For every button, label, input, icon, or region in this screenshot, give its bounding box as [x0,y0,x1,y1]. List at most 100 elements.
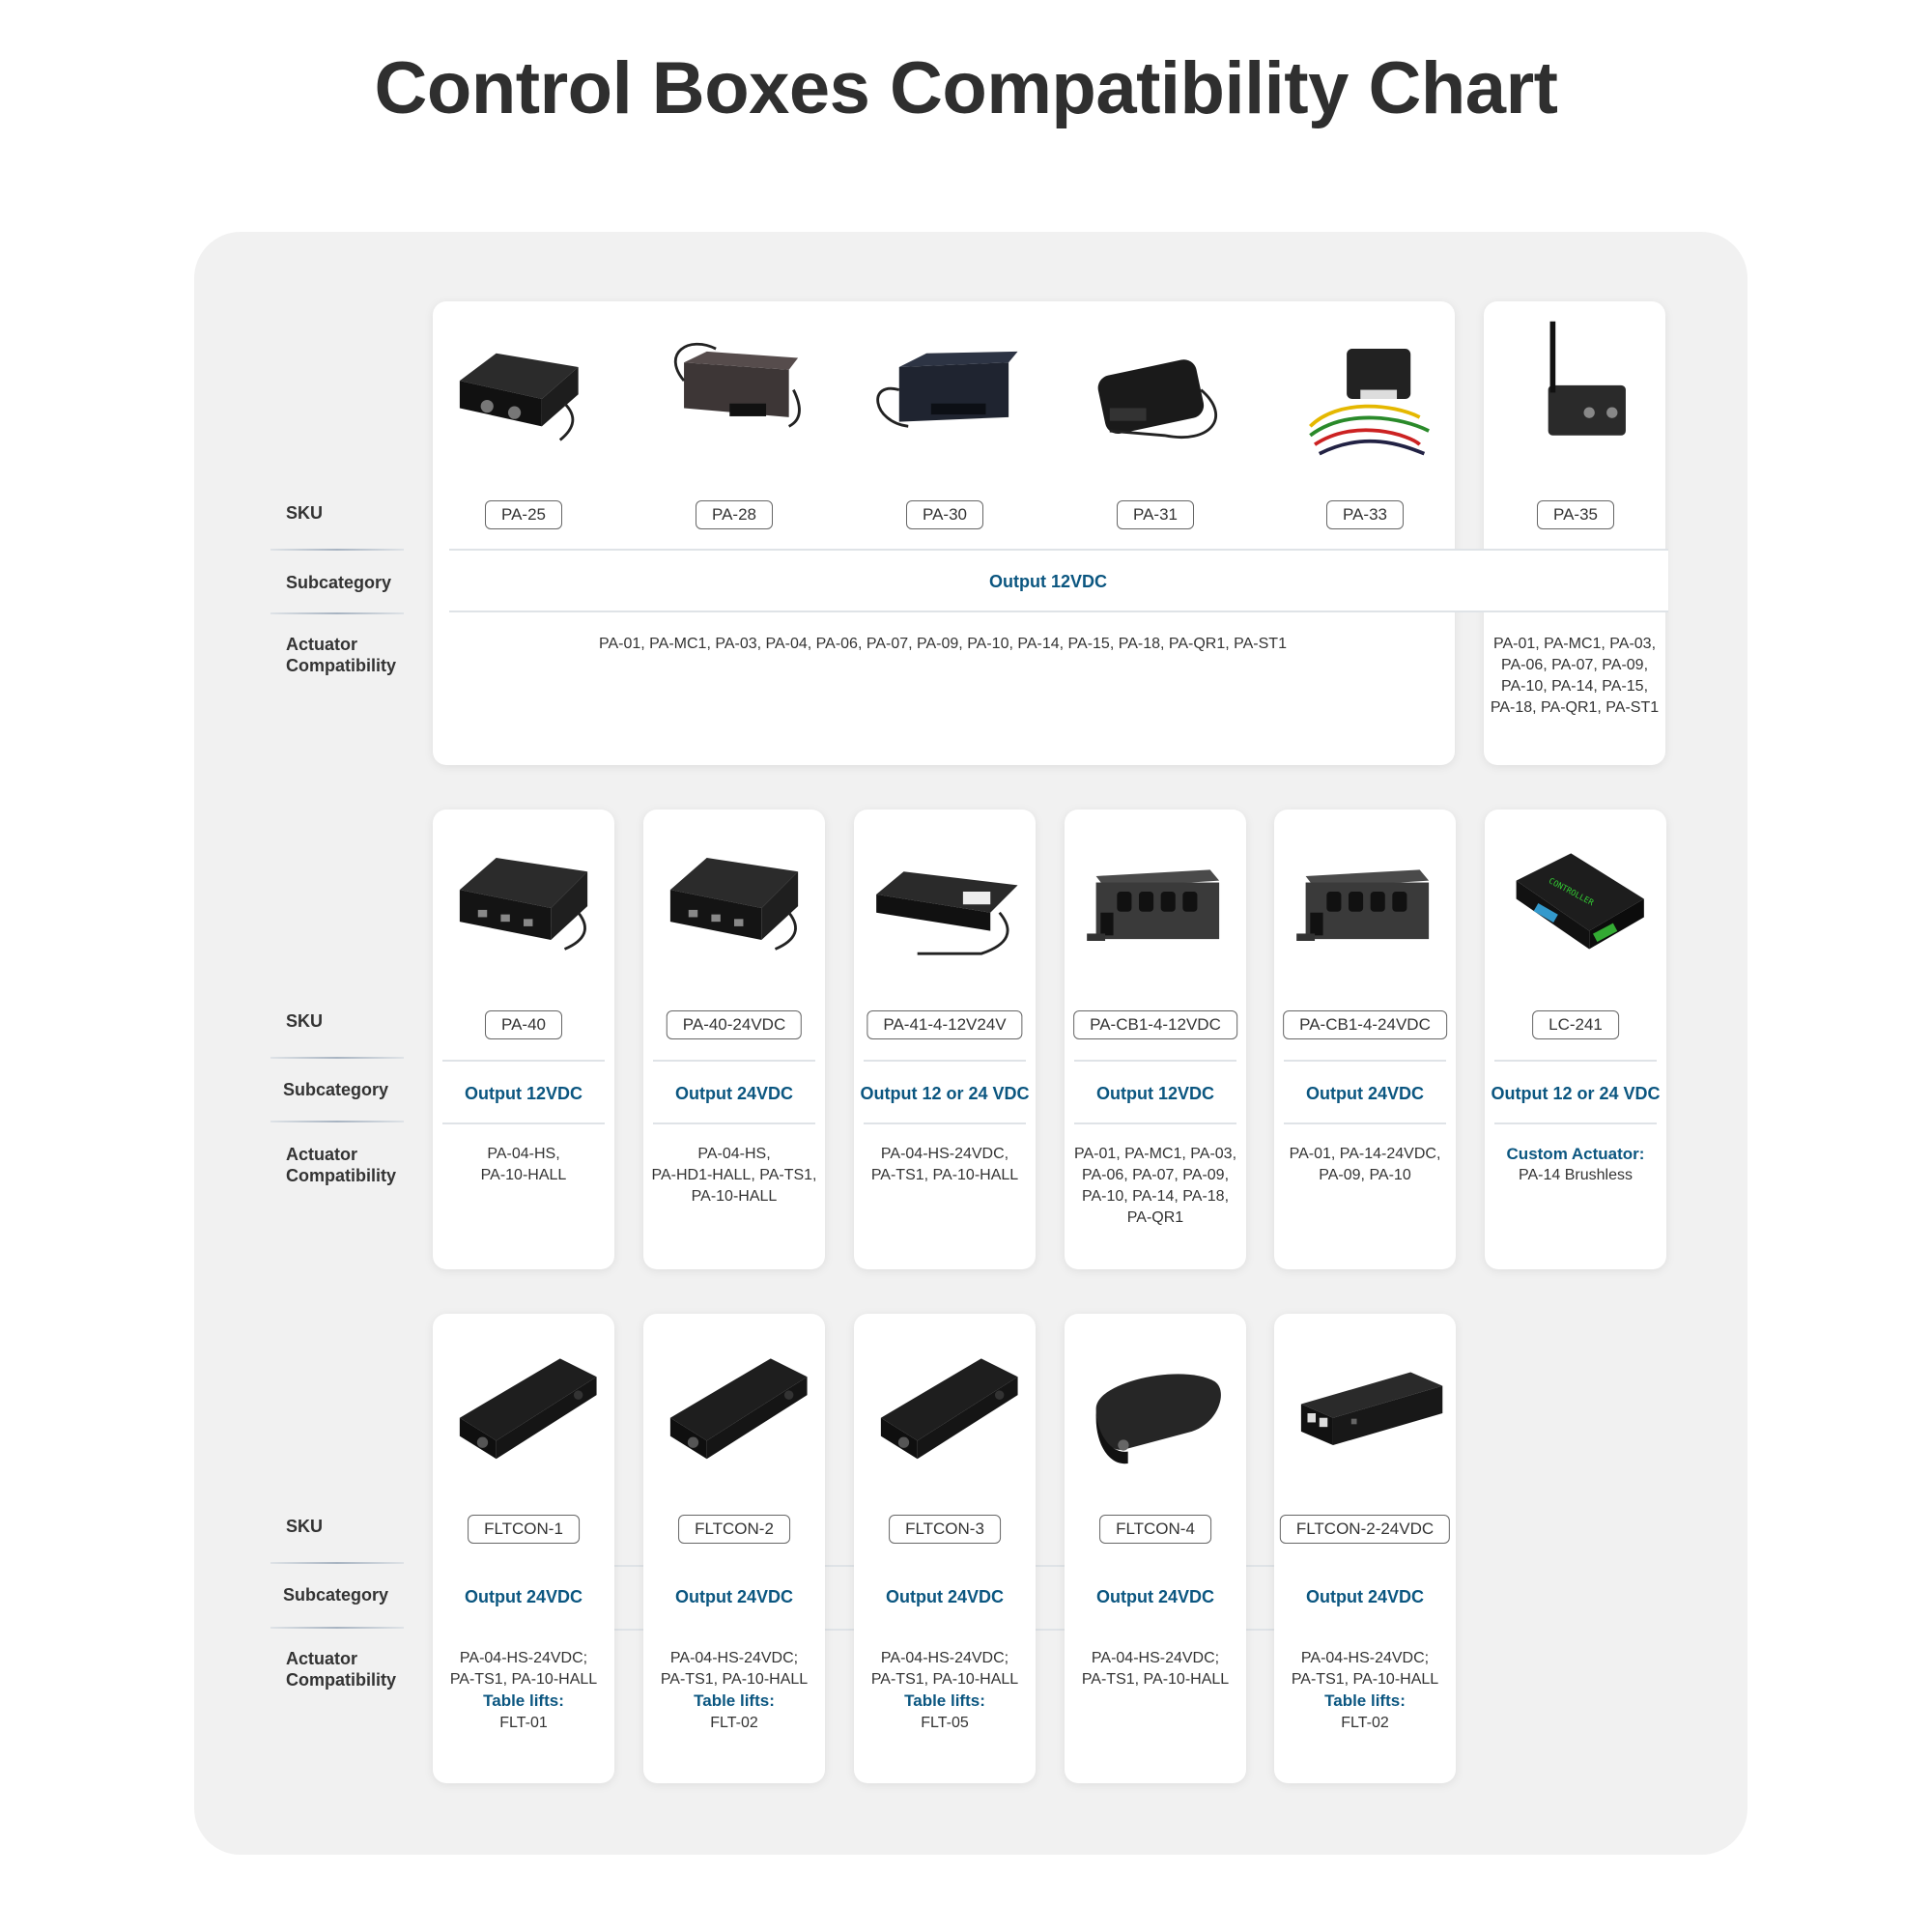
subcategory-value: Output 12VDC [1095,1084,1215,1103]
row-divider [1494,1060,1657,1062]
compat-line: PA-04-HS-24VDC; [1300,1650,1430,1666]
controller-board-icon: CONTROLLER [1516,853,1644,950]
control-box-knobs-icon [459,353,579,441]
page-title: Control Boxes Compatibility Chart [374,47,1558,129]
compat-line: PA-10-HALL [691,1188,778,1205]
table-lifts-label: Table lifts: [1324,1691,1406,1710]
label-divider [270,1562,404,1564]
table-lift-model: FLT-01 [499,1715,548,1731]
subcategory-value: Output 24VDC [1095,1587,1215,1606]
compat-line: PA-TS1, PA-10-HALL [870,1167,1019,1183]
sku-badge: PA-40 [485,1010,562,1039]
subcategory-value: Output 12 or 24 VDC [1491,1084,1661,1103]
slim-control-box-icon [669,1358,808,1460]
product-image-control-box-ports-icon [1273,816,1457,1000]
control-box-antenna-icon [1548,321,1626,436]
subcategory-value: Output 12VDC [464,1084,583,1103]
row-divider [864,1122,1026,1124]
compact-control-box-icon [1300,1372,1443,1446]
actuator-compatibility-label: Actuator Compatibility [286,635,397,675]
row-divider [1284,1122,1446,1124]
actuator-compatibility-value: PA-01, PA-14-24VDC, PA-09, PA-10 [1275,1144,1455,1186]
product-image-slim-control-box-icon [853,1321,1037,1505]
row-divider [1494,1122,1657,1124]
compat-line: PA-QR1 [1126,1209,1184,1226]
subcategory-label: Subcategory [286,573,392,592]
compat-line: PA-01, PA-14-24VDC, [1289,1146,1441,1162]
sku-badge: PA-CB1-4-12VDC [1073,1010,1237,1039]
compat-line: PA-TS1, PA-10-HALL [660,1671,809,1688]
sku-badge: FLTCON-1 [468,1515,580,1544]
product-image-slim-control-box-icon [432,1321,615,1505]
actuator-compatibility-value: PA-04-HS-24VDC; PA-TS1, PA-10-HALL Table l… [1275,1648,1455,1734]
label-divider [270,1627,404,1629]
subcategory-label: Subcategory [283,1080,389,1099]
compat-line: PA-10, PA-14, PA-18, [1081,1188,1230,1205]
subcategory-value: Output 24VDC [1305,1587,1425,1606]
product-image-slim-control-box-icon [642,1321,826,1505]
row-divider [1284,1060,1446,1062]
label-divider [270,1121,404,1122]
compat-line: PA-04-HS-24VDC; [669,1650,799,1666]
control-box-black-icon [459,858,588,951]
group1-card-pa35 [1484,301,1665,765]
table-lift-model: FLT-05 [921,1715,969,1731]
compat-line: PA-09, PA-10 [1319,1167,1411,1183]
sku-badge: PA-28 [696,500,773,529]
product-image-rounded-control-box-icon [1064,1321,1247,1505]
product-image-control-box-dark-icon [853,307,1037,491]
row-divider [442,1060,605,1062]
row-divider [442,1122,605,1124]
product-image-control-box-flat-icon [853,816,1037,1000]
compat-line: PA-TS1, PA-10-HALL [1291,1671,1439,1688]
sku-badge: PA-31 [1117,500,1194,529]
group1-subcategory: Output 12VDC [988,572,1108,591]
compat-line: PA-10-HALL [480,1167,567,1183]
group1-subcategory-band [449,549,1668,612]
sku-badge: FLTCON-2-24VDC [1279,1515,1451,1544]
subcategory-value: Output 24VDC [464,1587,583,1606]
control-box-rounded-icon [1097,359,1218,439]
row-divider [1074,1060,1236,1062]
row-divider [1074,1122,1236,1124]
control-box-ports-icon [1296,869,1430,941]
compat-line: PA-TS1, PA-10-HALL [1081,1671,1230,1688]
product-image-control-box-black-icon [642,816,826,1000]
row-divider [653,1060,815,1062]
table-lift-model: FLT-02 [710,1715,758,1731]
table-lifts-label: Table lifts: [904,1691,985,1710]
sku-badge: PA-41-4-12V24V [867,1010,1023,1039]
control-box-brown-icon [673,342,801,428]
row-divider [653,1122,815,1124]
product-image-control-box-knobs-icon [432,307,615,491]
sku-badge: PA-CB1-4-24VDC [1283,1010,1447,1039]
actuator-compatibility-label: Actuator Compatibility [286,1145,397,1185]
subcategory-value: Output 24VDC [885,1587,1005,1606]
actuator-compatibility-label: Actuator Compatibility [286,1649,397,1690]
group1-compatibility: PA-01, PA-MC1, PA-03, PA-04, PA-06, PA-0… [599,636,1287,652]
product-image-control-box-black-icon [432,816,615,1000]
actuator-compatibility-value: Custom Actuator:PA-14 Brushless [1486,1144,1665,1186]
sku-badge: PA-33 [1326,500,1404,529]
actuator-compatibility-value: PA-04-HS-24VDC, PA-TS1, PA-10-HALL [855,1144,1035,1186]
actuator-compatibility-value: PA-04-HS, PA-10-HALL [434,1144,613,1186]
sku-badge: PA-35 [1537,500,1614,529]
control-box-dark-icon [876,351,1018,428]
product-image-control-box-antenna-icon [1484,307,1667,491]
compat-highlight: Custom Actuator: [1506,1145,1645,1163]
compat-line: PA-04-HS-24VDC, [880,1146,1009,1162]
product-image-control-box-ports-icon [1064,816,1247,1000]
label-divider [270,549,404,551]
actuator-compatibility-value: PA-04-HS,PA-HD1-HALL, PA-TS1,PA-10-HALL [644,1144,824,1208]
subcategory-value: Output 12 or 24 VDC [860,1084,1030,1103]
sku-badge: FLTCON-3 [889,1515,1001,1544]
product-image-compact-control-box-icon [1273,1321,1457,1505]
compat-line: PA-04-HS, [487,1146,560,1162]
sku-badge: FLTCON-2 [678,1515,790,1544]
sku-badge: FLTCON-4 [1099,1515,1211,1544]
sku-badge: LC-241 [1532,1010,1619,1039]
table-lifts-label: Table lifts: [483,1691,564,1710]
